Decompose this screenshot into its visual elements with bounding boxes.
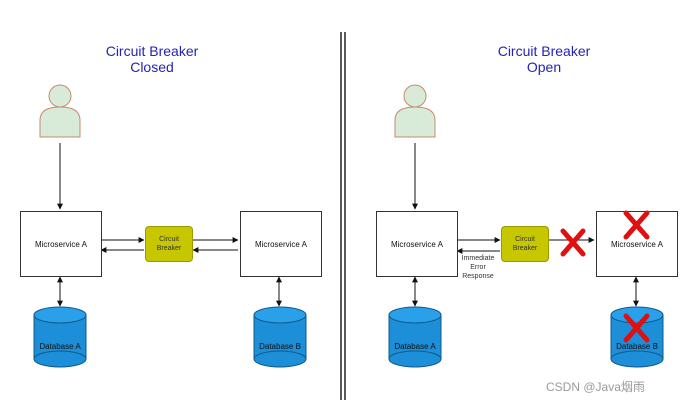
database-icon-right-b [610,306,664,368]
open-title-line2: Open [526,59,562,75]
note-line1: Immediate [461,255,495,262]
microservice-box-left: Microservice A [20,211,102,277]
database-a-label-right: Database A [394,342,436,351]
circuit-breaker-open: Circuit Breaker [501,226,549,262]
database-b-label-right: Database B [616,342,658,351]
microservice-box-downstream-left: Microservice A [240,211,322,277]
failure-x-icon-database [623,313,650,343]
database-b-label-left: Database B [259,342,301,351]
microservice-label: Microservice A [610,239,663,249]
watermark: CSDN @Java烟雨 [546,380,645,394]
closed-title-line2: Closed [130,59,174,75]
breaker-label-line2: Breaker [512,245,538,252]
note-line3: Response [462,273,494,280]
immediate-error-note: Immediate Error Response [452,254,504,281]
breaker-label-line1: Circuit [159,236,179,243]
database-icon-left-b [253,306,307,368]
microservice-label: Microservice A [254,239,307,249]
database-a-label-left: Database A [39,342,81,351]
circuit-breaker-closed: Circuit Breaker [145,226,193,262]
microservice-box-right: Microservice A [376,211,458,277]
breaker-label-line2: Breaker [156,245,182,252]
database-icon-left-a [33,306,87,368]
database-icon-right-a [388,306,442,368]
breaker-label-line1: Circuit [515,236,535,243]
microservice-label: Microservice A [390,239,443,249]
note-line2: Error [470,264,486,271]
failure-x-icon-service [623,210,650,240]
open-title-line1: Circuit Breaker [497,43,591,59]
closed-title: Circuit Breaker Closed [82,43,222,75]
failure-x-icon-arrow [560,228,586,257]
open-title: Circuit Breaker Open [474,43,614,75]
center-divider [340,32,346,400]
closed-title-line1: Circuit Breaker [105,43,199,59]
user-icon-left [39,84,81,138]
microservice-label: Microservice A [34,239,87,249]
user-icon-right [394,84,436,138]
